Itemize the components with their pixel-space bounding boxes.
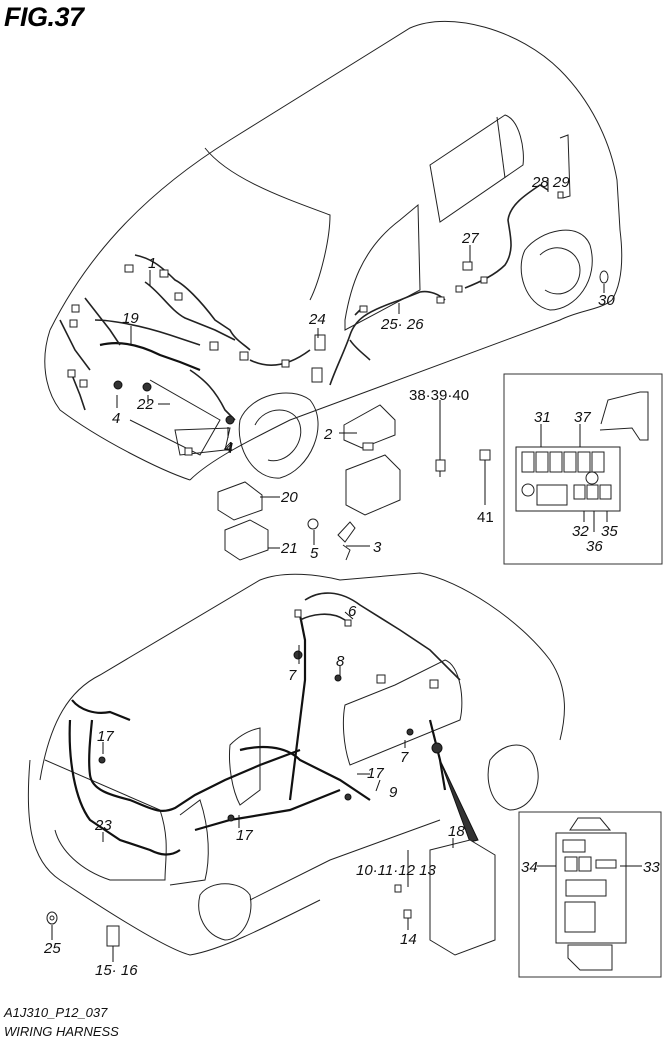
callout-33: 33 [643, 859, 660, 876]
callout-10-13: 10·11·12 13 [356, 862, 436, 879]
side-harness [311, 184, 609, 386]
callout-22: 22 [136, 396, 154, 413]
callout-5: 5 [310, 545, 319, 562]
callout-4: 4 [112, 410, 120, 427]
callout-32: 32 [572, 523, 589, 540]
callout-17: 17 [97, 728, 114, 745]
relay-box-inset [503, 373, 663, 565]
callout-7: 7 [400, 749, 409, 766]
callout-7: 7 [288, 667, 297, 684]
callout-17: 17 [367, 765, 384, 782]
top-vehicle-outline [44, 20, 623, 481]
callout-3: 3 [373, 539, 382, 556]
callout-37: 37 [574, 409, 591, 426]
callout-15-16: 15· 16 [95, 962, 138, 979]
callout-38-39-40: 38·39·40 [409, 387, 469, 404]
callout-27: 27 [461, 230, 479, 247]
figure-title: FIG.37 [4, 2, 84, 32]
callout-21: 21 [280, 540, 298, 557]
rear-harness [46, 592, 496, 956]
callout-18: 18 [448, 823, 465, 840]
callout-9: 9 [389, 784, 398, 801]
callout-41: 41 [477, 509, 494, 526]
callout-24: 24 [308, 311, 326, 328]
callout-19: 19 [122, 310, 139, 327]
figure-name: WIRING HARNESS [4, 1024, 119, 1039]
callout-2: 2 [323, 426, 333, 443]
callout-4: 4 [224, 439, 232, 456]
callout-35: 35 [601, 523, 618, 540]
callout-36: 36 [586, 538, 603, 555]
figure-code: A1J310_P12_037 [4, 1005, 108, 1020]
front-harness [59, 254, 311, 456]
callout-25-26: 25· 26 [380, 316, 424, 333]
callout-17: 17 [236, 827, 253, 844]
ecu-inset [518, 811, 662, 978]
fusebox-components [217, 400, 491, 561]
callout-34: 34 [521, 859, 538, 876]
callout-6: 6 [348, 603, 357, 620]
callout-20: 20 [280, 489, 298, 506]
callout-31: 31 [534, 409, 551, 426]
callout-8: 8 [336, 653, 345, 670]
callout-25: 25 [43, 940, 61, 957]
callout-28-29: 28 29 [531, 174, 570, 191]
callout-23: 23 [94, 817, 112, 834]
callout-1: 1 [148, 255, 156, 272]
callout-30: 30 [598, 292, 615, 309]
leader-lines [51, 178, 642, 962]
callout-4: 4 [225, 440, 233, 457]
bottom-vehicle-outline [27, 572, 565, 956]
callout-labels: 1 19 4 22 4 24 25· 26 27 28 29 30 2 4 20… [43, 174, 660, 979]
callout-14: 14 [400, 931, 417, 948]
